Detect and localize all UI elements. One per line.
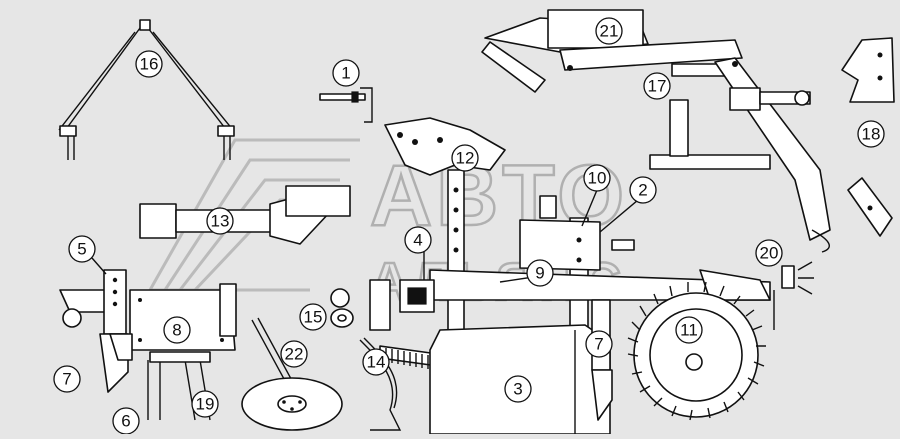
callout-22-label: 22 bbox=[285, 345, 304, 364]
callout-13: 13 bbox=[206, 207, 234, 235]
callout-10-label: 10 bbox=[588, 169, 607, 188]
callout-8-label: 8 bbox=[172, 321, 181, 340]
part-packer-wheel bbox=[627, 281, 766, 421]
part-washers bbox=[330, 288, 354, 328]
part-brackets bbox=[841, 37, 895, 237]
callout-21: 21 bbox=[595, 17, 623, 45]
callout-7-right-label: 7 bbox=[594, 335, 603, 354]
callout-16: 16 bbox=[135, 50, 163, 78]
part-cylinder bbox=[139, 185, 351, 245]
callout-14-label: 14 bbox=[367, 353, 386, 372]
callout-1-label: 1 bbox=[341, 64, 350, 83]
callout-13-label: 13 bbox=[211, 212, 230, 231]
callout-20-label: 20 bbox=[760, 244, 779, 263]
callout-11: 11 bbox=[675, 316, 703, 344]
callout-22: 22 bbox=[280, 340, 308, 368]
part-pin bbox=[319, 87, 373, 123]
callout-17: 17 bbox=[643, 72, 671, 100]
callout-20: 20 bbox=[755, 239, 783, 267]
callout-6: 6 bbox=[112, 407, 140, 435]
callout-18-label: 18 bbox=[862, 125, 881, 144]
callout-9-label: 9 bbox=[535, 264, 544, 283]
callout-6-label: 6 bbox=[121, 412, 130, 431]
callout-7-right: 7 bbox=[585, 330, 613, 358]
callout-21-label: 21 bbox=[600, 22, 619, 41]
callout-17-label: 17 bbox=[648, 77, 667, 96]
callouts: 1 2 3 4 5 6 7 7 8 9 10 11 12 13 14 15 16… bbox=[53, 17, 885, 435]
callout-14: 14 bbox=[362, 348, 390, 376]
callout-12: 12 bbox=[451, 144, 479, 172]
callout-3-label: 3 bbox=[513, 380, 522, 399]
callout-16-label: 16 bbox=[140, 55, 159, 74]
callout-15: 15 bbox=[299, 303, 327, 331]
part-disc bbox=[241, 317, 343, 431]
callout-7-left-label: 7 bbox=[62, 370, 71, 389]
part-light bbox=[773, 261, 814, 330]
callout-2: 2 bbox=[629, 176, 657, 204]
callout-7-left: 7 bbox=[53, 365, 81, 393]
callout-5-label: 5 bbox=[77, 240, 86, 259]
callout-9: 9 bbox=[526, 259, 554, 287]
callout-19-label: 19 bbox=[196, 395, 215, 414]
callout-15-label: 15 bbox=[304, 308, 323, 327]
callout-3: 3 bbox=[504, 375, 532, 403]
callout-5: 5 bbox=[68, 235, 96, 263]
callout-2-label: 2 bbox=[638, 181, 647, 200]
callout-8: 8 bbox=[163, 316, 191, 344]
callout-1: 1 bbox=[332, 59, 360, 87]
callout-4: 4 bbox=[404, 226, 432, 254]
callout-10: 10 bbox=[583, 164, 611, 192]
callout-12-label: 12 bbox=[456, 149, 475, 168]
part-a-frame bbox=[58, 19, 235, 160]
callout-18: 18 bbox=[857, 120, 885, 148]
callout-19: 19 bbox=[191, 390, 219, 418]
callout-4-label: 4 bbox=[413, 231, 422, 250]
callout-11-label: 11 bbox=[680, 321, 698, 340]
